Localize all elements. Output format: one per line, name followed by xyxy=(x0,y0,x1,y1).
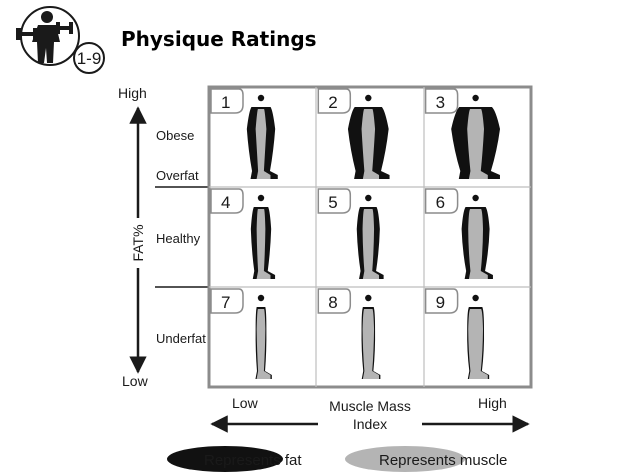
cell-number: 7 xyxy=(221,293,230,312)
cell-number: 5 xyxy=(328,193,337,212)
figure-head xyxy=(258,195,264,201)
axis-low-label: Low xyxy=(122,373,149,389)
row-label-obese: Obese xyxy=(156,128,194,143)
badge-text: 1-9 xyxy=(77,49,102,68)
figure-head xyxy=(258,95,264,101)
figure-head xyxy=(365,295,371,301)
cell-number: 8 xyxy=(328,293,337,312)
row-label-underfat: Underfat xyxy=(156,331,206,346)
fat-axis-label: FAT% xyxy=(130,224,146,261)
figure-head xyxy=(472,295,478,301)
legend-muscle-label: Represents muscle xyxy=(379,452,507,469)
row-label-overfat: Overfat xyxy=(156,168,199,183)
ratings-grid: 1 2 3 4 5 6 7 8 9 xyxy=(209,87,531,387)
cell-number: 4 xyxy=(221,193,230,212)
row-label-healthy: Healthy xyxy=(156,231,201,246)
axis-high-label: High xyxy=(118,85,147,101)
cell-number: 3 xyxy=(436,93,445,112)
mmi-low-label: Low xyxy=(232,395,259,411)
figure-head xyxy=(472,195,478,201)
cell-number: 2 xyxy=(328,93,337,112)
page-title: Physique Ratings xyxy=(121,27,317,51)
legend-fat-label: Represents fat xyxy=(204,452,302,469)
badge: 1-9 xyxy=(16,7,104,73)
figure-head xyxy=(365,95,371,101)
figure-head xyxy=(258,295,264,301)
mmi-axis-label-line2: Index xyxy=(353,416,387,432)
mmi-high-label: High xyxy=(478,395,507,411)
figure-head xyxy=(365,195,371,201)
cell-number: 1 xyxy=(221,93,230,112)
legend: Represents fat Represents muscle xyxy=(167,446,507,472)
cell-number: 6 xyxy=(436,193,445,212)
cell-number: 9 xyxy=(436,293,445,312)
mmi-axis-label-line1: Muscle Mass xyxy=(329,398,411,414)
figure-head xyxy=(472,95,478,101)
